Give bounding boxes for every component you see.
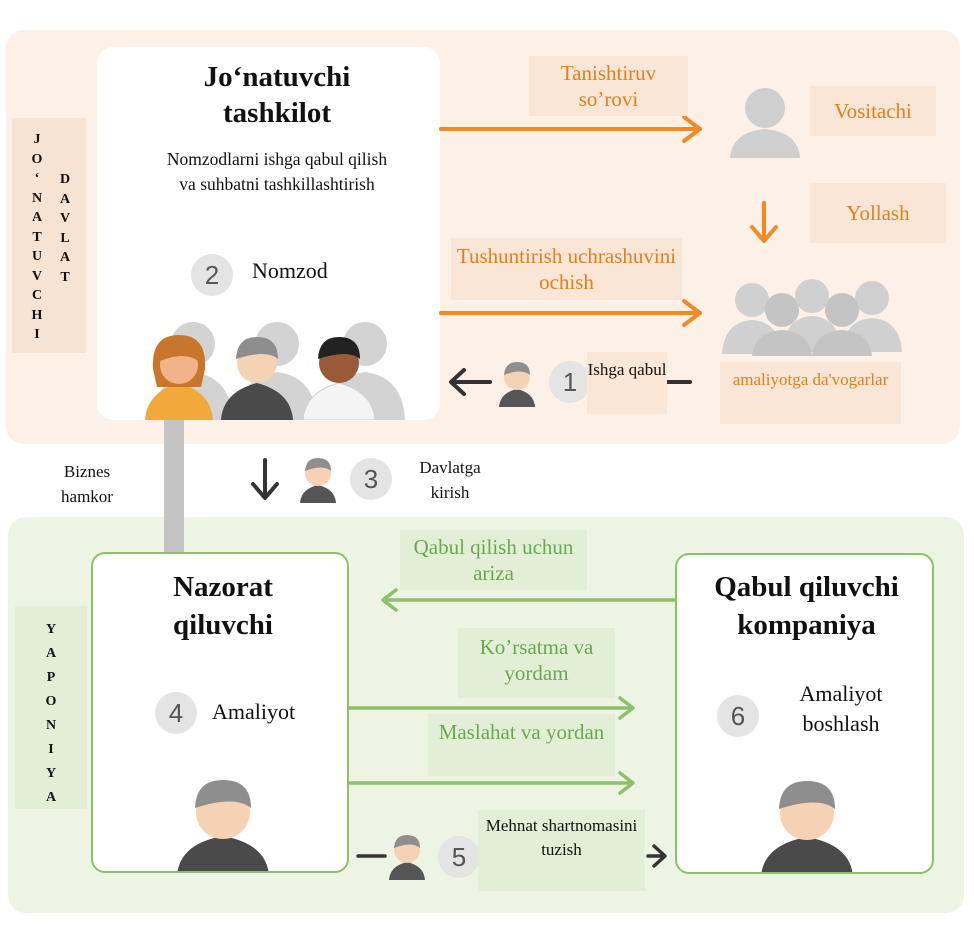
step-3-badge: 3 (350, 458, 392, 500)
step-5-label: Mehnat shartnomasini tuzish (478, 810, 645, 891)
guidance-support-label: Ko’rsatma va yordam (458, 628, 615, 698)
explanation-meeting-label: Tushuntirish uchrashuvini ochish (451, 238, 682, 300)
step-4-badge: 4 (155, 692, 197, 734)
sending-org-title: Jo‘natuvchi tashkilot (203, 61, 351, 129)
receiving-company-title: Qabul qiluvchi kompaniya (714, 571, 899, 641)
internship-applicants-label: amaliyotga da'vogarlar (720, 362, 901, 424)
business-partner-label: Biznes hamkor (61, 462, 113, 506)
step-3-person-icon (300, 458, 336, 503)
step-1-badge: 1 (549, 361, 591, 403)
hiring-label: Yollash (810, 183, 946, 243)
receiving-company-card: Qabul qiluvchi kompaniya 6 Amaliyot bosh… (675, 553, 934, 874)
internship-applicants-group-icon (722, 279, 902, 356)
intermediary-person-icon (730, 88, 800, 158)
advice-support-label: Maslahat va yordan (428, 714, 615, 776)
business-partner-connector (164, 420, 184, 554)
company-person-icon (761, 781, 853, 872)
step-6-label: Amaliyot boshlash (799, 681, 883, 736)
step-4-label: Amaliyot (212, 699, 296, 724)
intro-request-label: Tanishtiruv so’rovi (529, 56, 688, 116)
step-2-badge: 2 (191, 254, 233, 296)
intermediary-label: Vositachi (810, 86, 936, 136)
step-5-badge: 5 (438, 836, 480, 878)
step-1-person-icon (499, 362, 535, 407)
sending-org-description: Nomzodlarni ishga qabul qilish va suhbat… (166, 149, 388, 194)
supervising-org-title: Nazorat qiluvchi (173, 571, 273, 641)
acceptance-application-label: Qabul qilish uchun ariza (400, 530, 587, 590)
step-2-label: Nomzod (252, 258, 328, 283)
candidates-group-icon (145, 322, 405, 420)
step-5-person-icon (389, 835, 425, 880)
step-6-badge: 6 (717, 695, 759, 737)
step-3-label: Davlatga kirish (419, 458, 481, 502)
step-1-label: Ishga qabul (587, 352, 667, 414)
sending-organization-card: Jo‘natuvchi tashkilot Nomzodlarni ishga … (97, 47, 440, 420)
supervising-organization-card: Nazorat qiluvchi 4 Amaliyot (91, 552, 349, 873)
supervisor-person-icon (177, 780, 269, 871)
